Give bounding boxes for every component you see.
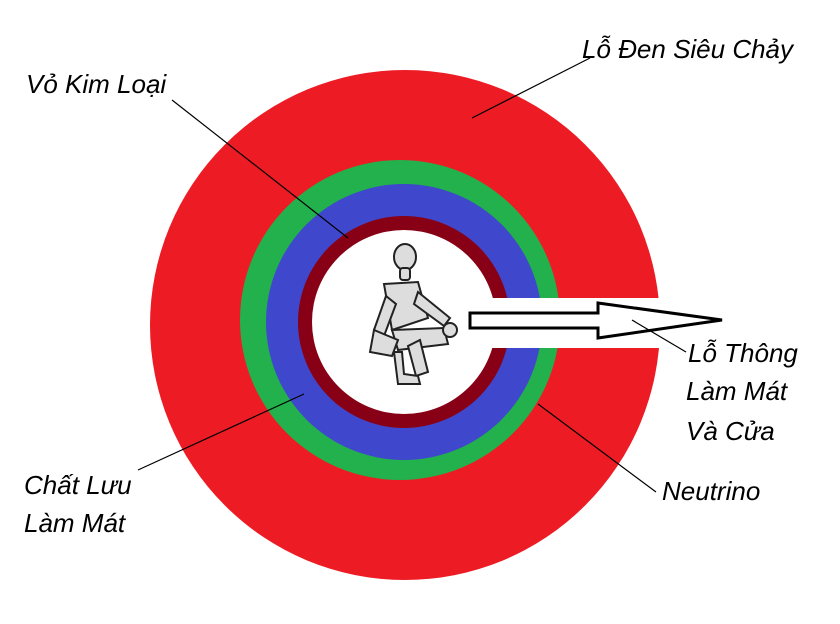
label-superfluid-black-hole: Lỗ Đen Siêu Chảy <box>582 34 795 64</box>
label-coolant-line-2: Làm Mát <box>24 508 127 538</box>
leader-line-metal-shell <box>171 99 349 239</box>
vent-arrow-icon <box>468 301 723 340</box>
label-vent-line-1: Lỗ Thông <box>688 338 798 368</box>
label-neutrino: Neutrino <box>662 476 760 506</box>
label-vent-line-2: Làm Mát <box>686 376 789 406</box>
label-coolant-line-1: Chất Lưu <box>24 470 132 500</box>
label-vent-line-3: Và Cửa <box>686 416 775 446</box>
leader-lines <box>137 57 687 493</box>
leader-line-vent <box>631 319 687 353</box>
leader-line-black-hole <box>471 57 591 119</box>
leader-line-neutrino <box>537 403 657 493</box>
crouching-figure-icon <box>368 243 458 385</box>
leader-line-coolant <box>137 393 305 471</box>
label-metal-shell: Vỏ Kim Loại <box>26 69 167 99</box>
